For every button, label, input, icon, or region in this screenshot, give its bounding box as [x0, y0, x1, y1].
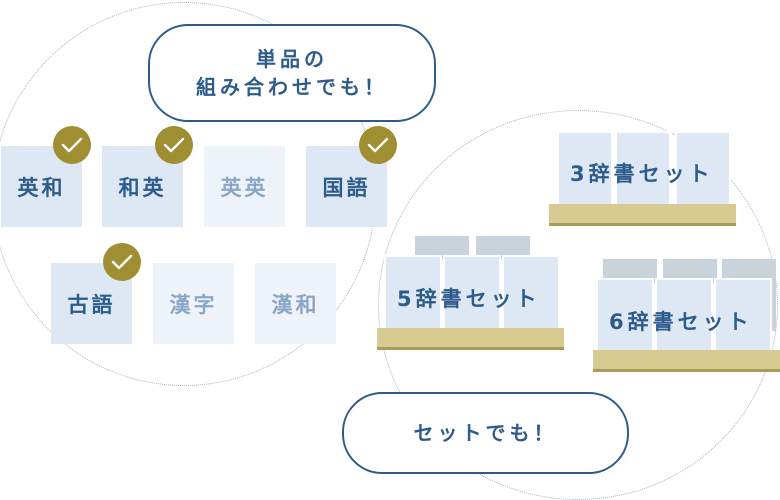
shelf [593, 350, 780, 372]
dict-card-label: 英英 [220, 175, 269, 200]
dict-card-label: 和英 [118, 175, 167, 200]
dict-card-eiei[interactable]: 英英 [204, 146, 285, 227]
dict-card-label: 国語 [322, 175, 371, 200]
check-icon [359, 126, 397, 164]
singles-bubble-line2: 組み合わせでも！ [196, 75, 388, 99]
dict-card-kanji[interactable]: 漢字 [153, 263, 234, 344]
check-icon [53, 126, 91, 164]
shelf [549, 204, 736, 226]
book [502, 255, 560, 331]
book [655, 278, 713, 354]
dict-card-label: 英和 [17, 175, 66, 200]
singles-bubble-line1: 単品の [256, 47, 328, 71]
book [384, 255, 442, 331]
set-label: 5辞書セット [397, 287, 541, 311]
book [443, 255, 501, 331]
dict-card-label: 漢字 [169, 292, 218, 317]
shelf [377, 328, 564, 350]
book [615, 131, 671, 207]
dict-card-label: 漢和 [271, 292, 320, 317]
set-label: 6辞書セット [609, 310, 753, 334]
check-icon [103, 243, 141, 281]
set-label: 3辞書セット [570, 162, 714, 186]
book [596, 278, 654, 354]
dict-card-waei[interactable]: 和英 [102, 146, 183, 227]
singles-bubble: 単品の 組み合わせでも！ [148, 24, 436, 122]
dict-card-kogo[interactable]: 古語 [51, 263, 132, 344]
dict-card-label: 古語 [67, 292, 116, 317]
dict-card-kanwa[interactable]: 漢和 [255, 263, 336, 344]
sets-bubble: セットでも！ [342, 392, 629, 474]
check-icon [155, 126, 193, 164]
sets-bubble-text: セットでも！ [413, 421, 558, 445]
